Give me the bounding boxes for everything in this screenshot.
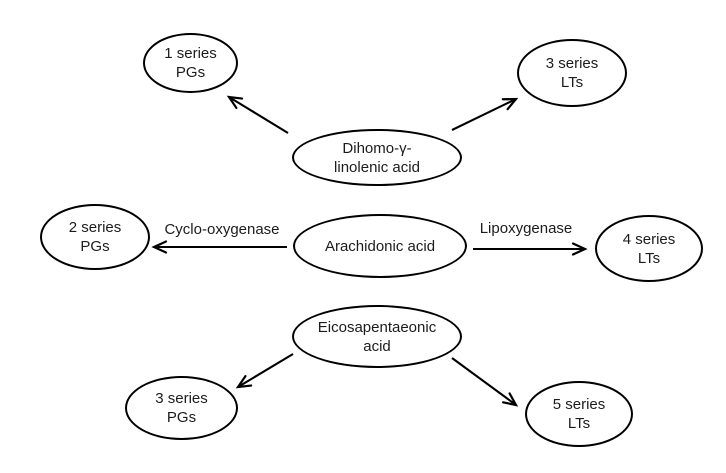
arrow-dihomo-to-1-series-pgs [226, 95, 289, 134]
node-4-series-lts: 4 series LTs [595, 215, 703, 282]
node-label-line: 3 series [545, 55, 599, 72]
edge-label-cyclo-oxygenase: Cyclo-oxygenase [164, 221, 280, 238]
node-2-series-pgs: 2 series PGs [40, 204, 150, 270]
node-label-line: 4 series [622, 230, 676, 248]
node-label-line: acid [363, 337, 391, 355]
node-3-series-pgs: 3 series PGs [125, 376, 238, 440]
node-label-line: PGs [166, 409, 197, 426]
node-label-line: Eicosapentaeonic [317, 318, 437, 336]
node-label-line: LTs [567, 415, 591, 432]
node-label-line: 5 series [552, 396, 606, 413]
arrow-eicosapentaeonic-to-3-series-pgs [235, 353, 294, 389]
node-arachidonic-acid: Arachidonic acid [293, 214, 467, 278]
node-label-line: 2 series [68, 219, 122, 236]
node-label-line: PGs [80, 238, 110, 255]
edge-label-lipoxygenase: Lipoxygenase [479, 220, 573, 237]
node-label-line: LTs [560, 74, 584, 91]
node-label-line: LTs [637, 249, 661, 267]
node-label-line: 3 series [155, 390, 208, 407]
node-label-line: PGs [175, 64, 206, 81]
node-label-line: 1 series [164, 45, 217, 62]
node-label-line: Dihomo-γ- [342, 139, 412, 157]
node-1-series-pgs: 1 series PGs [143, 33, 238, 93]
node-label-line: Arachidonic acid [324, 237, 436, 255]
node-3-series-lts: 3 series LTs [517, 39, 627, 107]
arrow-dihomo-to-3-series-lts [451, 97, 519, 131]
arrow-eicosapentaeonic-to-5-series-lts [451, 357, 519, 407]
node-dihomo-linolenic-acid: Dihomo-γ- linolenic acid [292, 129, 462, 186]
node-label-line: linolenic acid [334, 158, 420, 176]
node-eicosapentaeonic-acid: Eicosapentaeonic acid [292, 305, 462, 368]
node-5-series-lts: 5 series LTs [525, 381, 633, 447]
